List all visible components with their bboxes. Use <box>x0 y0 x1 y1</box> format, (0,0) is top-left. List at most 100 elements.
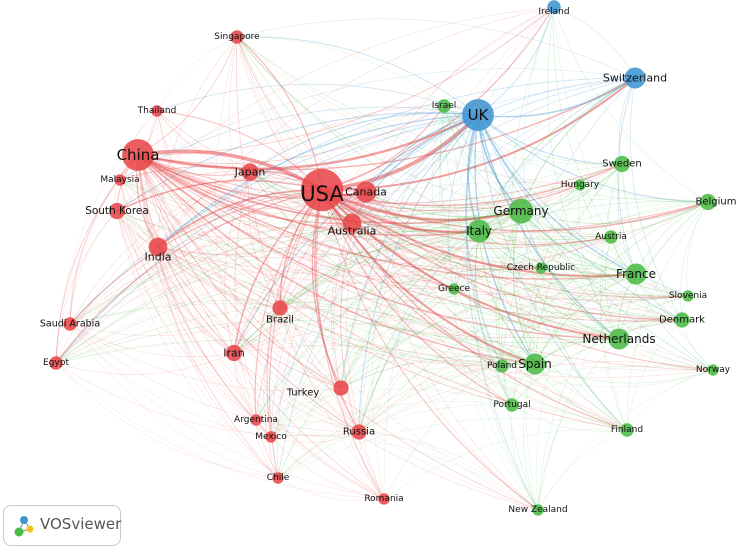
edge-india-spain <box>157 246 536 365</box>
edge-denmark-poland <box>501 318 683 367</box>
edge-israel-denmark <box>443 105 683 321</box>
edge-germany-poland <box>495 210 522 367</box>
edge-czech-spain <box>528 267 542 365</box>
edge-austria-poland <box>501 236 612 367</box>
edge-thailand-australia <box>156 110 353 224</box>
node-egypt[interactable] <box>49 356 63 370</box>
edge-uk-greece <box>447 114 479 290</box>
edge-italy-saudi <box>69 225 480 325</box>
node-usa[interactable] <box>300 168 344 212</box>
edge-hungary-netherlands <box>578 184 620 340</box>
edge-japan-slovenia <box>249 171 689 299</box>
edge-thailand-egypt <box>55 110 158 364</box>
node-austria[interactable] <box>604 230 618 244</box>
node-norway[interactable] <box>707 364 719 376</box>
edge-finland-brazil <box>279 307 628 431</box>
edge-singapore-russia <box>236 36 360 433</box>
node-label-czech: Czech Republic <box>507 263 576 273</box>
edge-spain-norway <box>534 363 714 384</box>
edge-china-singapore <box>137 36 238 156</box>
node-spain[interactable] <box>524 353 546 375</box>
node-france[interactable] <box>625 263 647 285</box>
node-sweden[interactable] <box>613 155 631 173</box>
node-malaysia[interactable] <box>114 174 126 186</box>
node-italy[interactable] <box>467 219 491 243</box>
node-finland[interactable] <box>620 423 634 437</box>
node-russia[interactable] <box>351 424 367 440</box>
node-southkorea[interactable] <box>108 202 126 220</box>
edge-australia-egypt <box>55 222 353 364</box>
edge-japan-germany <box>249 171 522 221</box>
edge-india-romania <box>157 246 385 500</box>
edge-finland-egypt <box>55 339 628 431</box>
node-netherlands[interactable] <box>608 328 630 350</box>
edge-spain-russia <box>358 363 536 433</box>
node-india[interactable] <box>148 237 168 257</box>
nodes-layer[interactable] <box>49 0 719 516</box>
node-slovenia[interactable] <box>682 290 694 302</box>
node-switzerland[interactable] <box>624 67 646 89</box>
node-czech[interactable] <box>535 262 547 274</box>
edge-japan-india <box>157 171 251 248</box>
edge-italy-belgium <box>478 201 709 241</box>
edge-singapore-sweden <box>236 36 623 165</box>
edge-singapore-portugal <box>236 36 513 406</box>
node-australia[interactable] <box>342 213 362 233</box>
node-thailand[interactable] <box>151 105 163 117</box>
edge-southkorea-iran <box>116 210 235 354</box>
node-argentina[interactable] <box>250 414 262 426</box>
node-mexico[interactable] <box>265 431 277 443</box>
edge-austria-mexico <box>270 236 612 438</box>
node-japan[interactable] <box>241 163 259 181</box>
node-newzealand[interactable] <box>532 504 544 516</box>
node-saudi[interactable] <box>63 317 77 331</box>
edge-brazil-argentina <box>254 307 281 421</box>
edge-spain-newzealand <box>523 363 539 511</box>
node-germany[interactable] <box>508 198 534 224</box>
node-label-thailand: Thailand <box>137 106 177 116</box>
node-israel[interactable] <box>437 99 451 113</box>
node-belgium[interactable] <box>699 193 717 211</box>
edge-poland-turkey <box>340 360 503 389</box>
edge-china-australia <box>137 154 353 224</box>
edge-usa-saudi <box>69 189 323 325</box>
node-portugal[interactable] <box>505 398 519 412</box>
node-denmark[interactable] <box>674 312 690 328</box>
edge-switzerland-india <box>157 77 636 248</box>
node-china[interactable] <box>122 139 154 171</box>
node-greece[interactable] <box>448 283 460 295</box>
node-singapore[interactable] <box>230 30 244 44</box>
node-iran[interactable] <box>225 344 243 362</box>
edge-egypt-russia <box>55 362 360 436</box>
edge-thailand-finland <box>156 110 628 431</box>
edge-malaysia-netherlands <box>119 179 620 340</box>
edge-norway-chile <box>277 366 714 479</box>
node-brazil[interactable] <box>272 300 288 316</box>
edge-japan-iran <box>224 171 251 354</box>
node-romania[interactable] <box>378 493 390 505</box>
node-ireland[interactable] <box>547 0 561 14</box>
edge-china-uk <box>137 113 479 170</box>
node-chile[interactable] <box>272 472 284 484</box>
node-canada[interactable] <box>355 181 377 203</box>
edge-italy-spain <box>478 230 536 365</box>
edge-southkorea-netherlands <box>116 210 620 344</box>
edge-usa-spain <box>321 189 536 365</box>
node-label-mexico: Mexico <box>255 432 287 442</box>
edge-canada-denmark <box>365 191 683 321</box>
node-uk[interactable] <box>462 99 494 131</box>
edge-belgium-france <box>635 201 709 275</box>
edge-india-poland <box>157 246 503 367</box>
node-poland[interactable] <box>495 359 509 373</box>
edge-uk-australia <box>351 114 479 224</box>
edge-ireland-czech <box>523 6 555 269</box>
edge-canada-romania <box>346 191 385 500</box>
edge-uk-newzealand <box>465 114 539 511</box>
edge-austria-russia <box>358 236 612 433</box>
edge-china-egypt <box>55 154 139 364</box>
edge-iran-romania <box>233 352 385 500</box>
node-turkey[interactable] <box>333 380 349 396</box>
node-hungary[interactable] <box>574 179 586 191</box>
